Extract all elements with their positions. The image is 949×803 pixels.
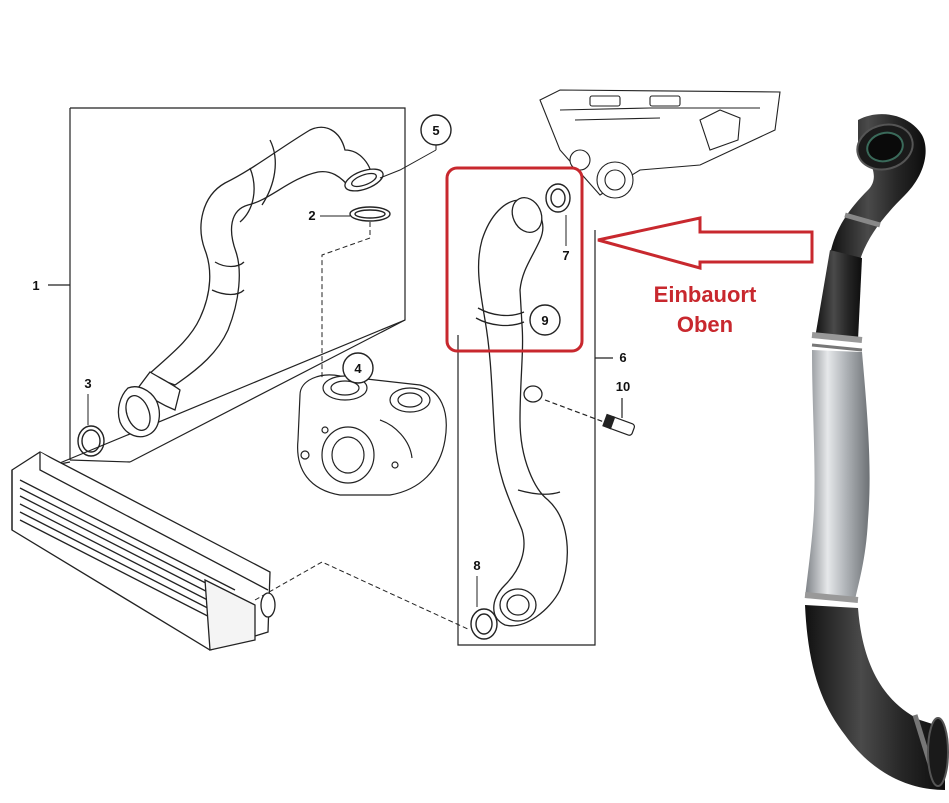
callout-1-label: 1 bbox=[32, 278, 39, 293]
callout-4: 4 bbox=[342, 352, 374, 384]
note-line-2: Oben bbox=[676, 312, 734, 337]
engine-block bbox=[539, 89, 781, 199]
highlight-box bbox=[445, 166, 584, 353]
callout-7-label: 7 bbox=[562, 248, 569, 263]
arrow-left-icon bbox=[597, 216, 814, 270]
callout-8-label: 8 bbox=[473, 558, 480, 573]
callout-9-label: 9 bbox=[541, 313, 548, 328]
seal-ring-7 bbox=[545, 183, 571, 213]
seal-ring-3 bbox=[77, 425, 105, 457]
turbocharger bbox=[297, 374, 447, 496]
callout-6-label: 6 bbox=[619, 350, 626, 365]
seal-ring-8 bbox=[470, 608, 498, 640]
charge-air-hose-upper bbox=[117, 126, 384, 438]
callout-10-label: 10 bbox=[616, 379, 630, 394]
charge-air-hose-lower bbox=[475, 196, 568, 627]
product-photo-hose bbox=[804, 114, 949, 790]
note-line-1: Einbauort bbox=[653, 282, 757, 307]
intercooler bbox=[11, 451, 276, 651]
callout-5: 5 bbox=[379, 114, 452, 179]
seal-ring-2 bbox=[349, 206, 391, 222]
callout-9: 9 bbox=[529, 304, 561, 336]
callout-4-label: 4 bbox=[354, 361, 362, 376]
group-frame-right bbox=[457, 230, 613, 646]
callout-3-label: 3 bbox=[84, 376, 91, 391]
leader-lines bbox=[254, 222, 471, 631]
callout-2-label: 2 bbox=[308, 208, 315, 223]
sensor bbox=[544, 398, 636, 436]
installation-note: Einbauort Oben bbox=[620, 280, 790, 340]
callout-5-label: 5 bbox=[432, 123, 439, 138]
